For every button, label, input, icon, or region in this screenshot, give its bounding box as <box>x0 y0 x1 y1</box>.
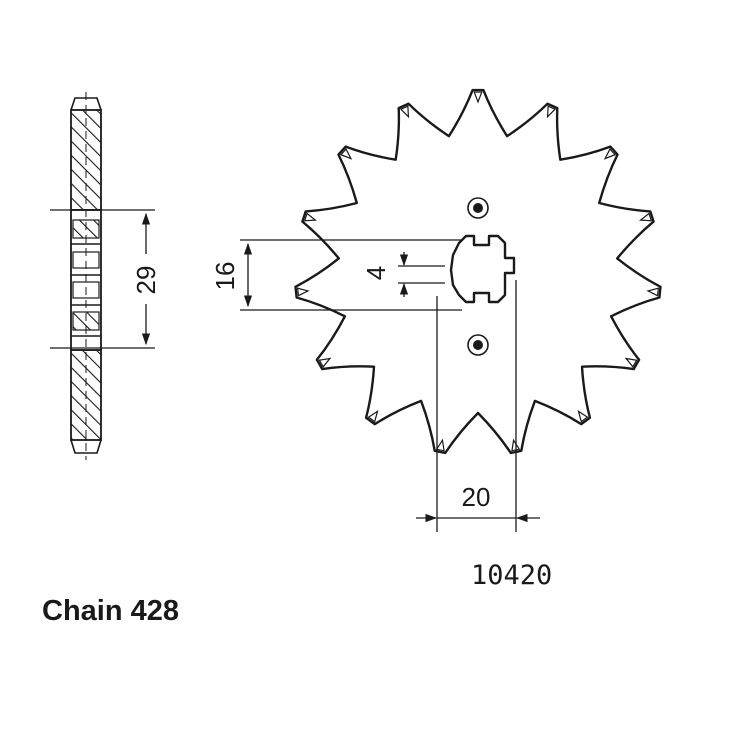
tooth-tip-mark <box>318 357 332 368</box>
tooth-tip-mark <box>296 287 310 297</box>
tooth-tip-mark <box>339 148 353 160</box>
tooth-tip-mark <box>399 105 410 119</box>
tooth-tip-mark <box>367 409 379 423</box>
tooth-tips <box>296 91 660 452</box>
bolt-hole-bottom <box>467 334 489 356</box>
part-number: 10420 <box>471 560 552 591</box>
spline-bands <box>71 219 101 337</box>
tooth-tip-mark <box>303 212 317 222</box>
dim-text-hub-width: 29 <box>131 266 161 295</box>
bottom-tooth-tip <box>70 439 102 454</box>
tooth-tip-mark <box>546 105 557 119</box>
side-view: 29 <box>50 92 161 460</box>
dim-text-spline: 20 <box>462 482 491 512</box>
tooth-tip-mark <box>603 148 617 160</box>
tooth-tip-mark <box>473 91 483 104</box>
tooth-tip-mark <box>435 438 445 452</box>
bolt-hole-top <box>467 197 489 219</box>
splined-bore <box>449 234 516 304</box>
front-view: 16 4 20 <box>210 88 662 532</box>
tooth-tip-mark <box>577 409 589 423</box>
tooth-tip-mark <box>624 357 638 368</box>
dim-text-bore: 16 <box>210 262 240 291</box>
tooth-tip-mark <box>646 287 660 297</box>
sprocket-outline <box>294 88 662 455</box>
chain-label: Chain 428 <box>42 595 179 627</box>
dim-text-keyway: 4 <box>361 266 391 280</box>
tooth-tip-mark <box>639 212 653 222</box>
